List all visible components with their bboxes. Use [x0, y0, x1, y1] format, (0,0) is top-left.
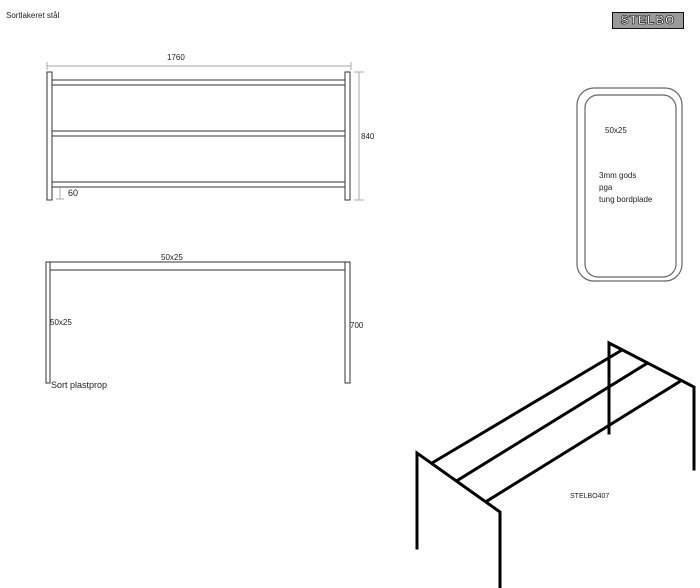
note-line: 3mm gods [599, 171, 637, 180]
iso-rail-1 [429, 347, 625, 466]
section-profile-label: 50x25 [605, 126, 627, 135]
rail-1 [51, 79, 346, 86]
model-label: STELBO407 [570, 493, 610, 500]
rail-2 [51, 130, 346, 137]
isometric-view [415, 340, 696, 588]
iso-rail-3 [484, 379, 682, 504]
left-post [46, 71, 53, 201]
top-rail [49, 261, 346, 271]
top-view [46, 62, 364, 201]
rail-profile-label: 50x25 [161, 253, 183, 262]
section-note: 3mm gods pga tung bordplade [599, 170, 652, 206]
rail-3 [51, 181, 346, 188]
foot-note: Sort plastprop [51, 380, 108, 390]
front-frame [415, 450, 502, 588]
width-label: 1760 [167, 53, 185, 62]
drawing-title: Sortlakeret stål [6, 11, 60, 20]
right-post [344, 71, 351, 201]
height-label: 700 [350, 321, 364, 330]
note-line: pga [599, 183, 613, 192]
stelbo-logo: STELBO [612, 12, 684, 29]
leg-profile-label: 50x25 [50, 318, 72, 327]
left-leg [45, 261, 51, 384]
right-leg [344, 261, 351, 384]
iso-rail-2 [455, 361, 649, 483]
depth-label: 840 [361, 132, 375, 141]
cross-section [576, 87, 683, 282]
back-frame [607, 340, 696, 471]
note-line: tung bordplade [599, 195, 653, 204]
offset-label: 60 [68, 188, 79, 198]
side-view [45, 261, 351, 384]
